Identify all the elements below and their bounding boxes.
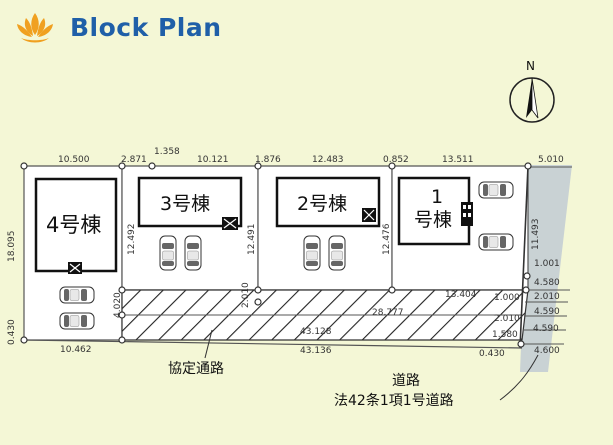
north-compass-icon (509, 77, 555, 123)
dimension-label: 4.020 (113, 292, 123, 318)
meter-box-4-icon (68, 262, 82, 274)
dimension-label: 13.511 (442, 155, 474, 165)
public-road-strip (520, 165, 572, 372)
dimension-label: 0.430 (7, 319, 17, 345)
dimension-label: 2.010 (241, 282, 251, 308)
building-1 (397, 176, 471, 246)
dimension-label: 10.462 (60, 345, 92, 355)
private-road-label: 協定通路 (168, 361, 224, 377)
dimension-label: 43.136 (300, 346, 332, 356)
meter-box-3-icon (222, 217, 238, 230)
road-ticks (521, 166, 572, 345)
dimension-label: 11.493 (531, 219, 541, 251)
dimension-label: 12.491 (247, 224, 257, 256)
public-road-label-line2: 法42条1項1号道路 (334, 392, 454, 409)
dimension-label: 2.010 (494, 314, 520, 324)
dimension-label: 1.000 (494, 293, 520, 303)
car-icon (478, 181, 514, 199)
building-2-label: 2号棟 (297, 193, 347, 215)
dimension-label: 18.095 (7, 231, 17, 263)
car-icon (303, 235, 321, 271)
building-3-label: 3号棟 (160, 193, 210, 215)
lotus-logo-icon (17, 13, 53, 43)
east-boundary (519, 165, 529, 349)
dimension-label: 1.001 (534, 259, 560, 269)
road-width-label: 4.590 (533, 324, 559, 334)
meter-box-1-icon (461, 202, 473, 226)
dimension-label: 1.876 (255, 155, 281, 165)
page-title: Block Plan (70, 12, 222, 42)
public-road-leader (499, 354, 539, 401)
private-road-leader (204, 329, 213, 359)
car-icon (184, 235, 202, 271)
dimension-label: 1.358 (154, 147, 180, 157)
building-4-label: 4号棟 (46, 213, 101, 237)
road-width-label: 4.590 (534, 307, 560, 317)
building-1-label-text: 号棟 (414, 209, 452, 231)
road-width-label: 2.010 (534, 292, 560, 302)
survey-markers (20, 162, 532, 348)
compass-north-label: N (526, 59, 535, 73)
dimension-label: 1.580 (492, 330, 518, 340)
dimension-label: 13.404 (445, 290, 477, 300)
public-road-label-line1: 道路 (392, 373, 420, 389)
dimension-label: 12.483 (312, 155, 344, 165)
car-icon (159, 235, 177, 271)
dimension-label: 12.476 (382, 223, 392, 255)
dimension-label: 10.500 (58, 155, 90, 165)
meter-box-2-icon (362, 208, 376, 222)
car-icon (59, 312, 95, 330)
dimension-label: 2.871 (121, 155, 147, 165)
dimension-label: 28.777 (372, 308, 404, 318)
dimension-label: 0.430 (479, 349, 505, 359)
dimension-label: 0.852 (383, 155, 409, 165)
car-icon (328, 235, 346, 271)
south-boundary (23, 339, 523, 349)
car-icon (59, 286, 95, 304)
road-width-label: 4.580 (534, 278, 560, 288)
header: Block Plan (12, 10, 222, 44)
dimension-label: 10.121 (197, 155, 229, 165)
building-1-label-number: 1 (431, 186, 443, 208)
road-width-label: 4.600 (534, 346, 560, 356)
dimension-label: 5.010 (538, 155, 564, 165)
dimension-label: 12.492 (127, 224, 137, 256)
dimension-label: 43.128 (300, 327, 332, 337)
car-icon (478, 233, 514, 251)
